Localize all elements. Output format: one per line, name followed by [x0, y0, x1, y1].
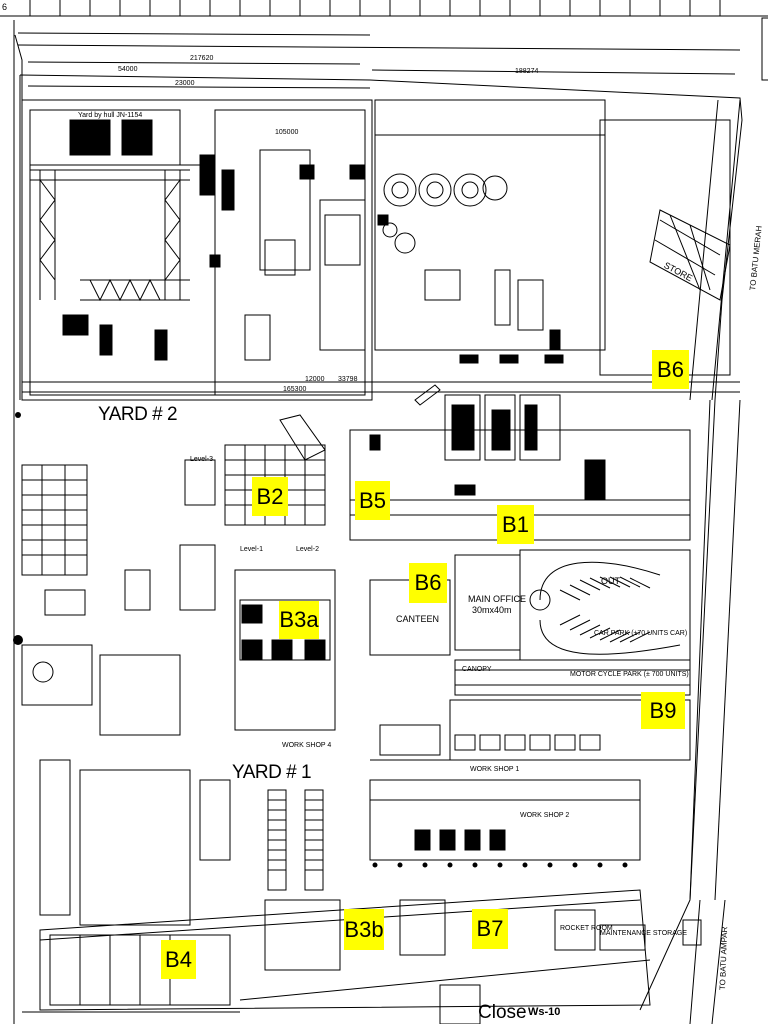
tag-b7: B7: [472, 909, 508, 949]
tag-b4: B4: [161, 940, 196, 979]
corner-number: 6: [2, 2, 8, 12]
work-shop-2-label: WORK SHOP 2: [520, 812, 570, 819]
car-park-label: CAR PARK (±70 UNITS CAR): [594, 630, 688, 637]
canteen-label: CANTEEN: [396, 614, 440, 624]
crane-structure: [30, 169, 190, 302]
main-office-size-label: 30mx40m: [472, 605, 512, 615]
tag-b5: B5: [355, 481, 390, 520]
tag-b2: B2: [252, 477, 288, 516]
level-2-label: Level-2: [296, 546, 319, 553]
yard1-left-grid: [22, 465, 87, 575]
canopy-label: CANOPY: [462, 666, 492, 673]
racks-yard1: [267, 789, 324, 891]
work-shop-4-label: WORK SHOP 4: [282, 742, 332, 749]
maintenance-storage-label: MAINTENANCE STORAGE: [600, 930, 687, 937]
main-office-label: MAIN OFFICE: [468, 594, 526, 604]
columns-ws2: [372, 829, 628, 868]
workshop-bays: [454, 734, 601, 751]
tag-b6-top: B6: [652, 350, 689, 389]
tag-b1: B1: [497, 505, 534, 544]
level-3-label: Level-3: [190, 456, 213, 463]
tag-b6-mid: B6: [409, 563, 447, 603]
dimension-54000: 54000: [118, 66, 138, 73]
yard-2-label: YARD # 2: [98, 404, 178, 425]
hull-number-label: Yard by hull JN-1154: [78, 112, 143, 119]
yard2-racks: [62, 119, 564, 364]
ws-10-label: Ws-10: [528, 1006, 561, 1018]
rocket-room-label: ROCKET ROOM: [560, 925, 613, 932]
tag-b3a: B3a: [279, 601, 319, 639]
dimension-12000: 12000: [305, 376, 325, 383]
dimension-188274: 188274: [515, 68, 539, 75]
tanks: [382, 173, 508, 254]
close-label: Close: [478, 1002, 527, 1023]
dimension-217620: 217620: [190, 55, 214, 62]
dimension-33798: 33798: [338, 376, 358, 383]
tag-b3b: B3b: [344, 909, 384, 950]
dimension-165300: 165300: [283, 386, 307, 393]
dimension-105000: 105000: [275, 129, 299, 136]
yard-1-label: YARD # 1: [232, 762, 312, 783]
tag-b9: B9: [641, 692, 685, 729]
car-park-stripes: [559, 576, 651, 643]
work-shop-1-label: WORK SHOP 1: [470, 766, 520, 773]
level-1-label: Level-1: [240, 546, 263, 553]
top-ruler-ticks: [29, 0, 721, 16]
dimension-23000: 23000: [175, 80, 195, 87]
motorcycle-park-label: MOTOR CYCLE PARK (± 700 UNITS): [570, 671, 689, 678]
out-label: OUT: [601, 576, 620, 586]
